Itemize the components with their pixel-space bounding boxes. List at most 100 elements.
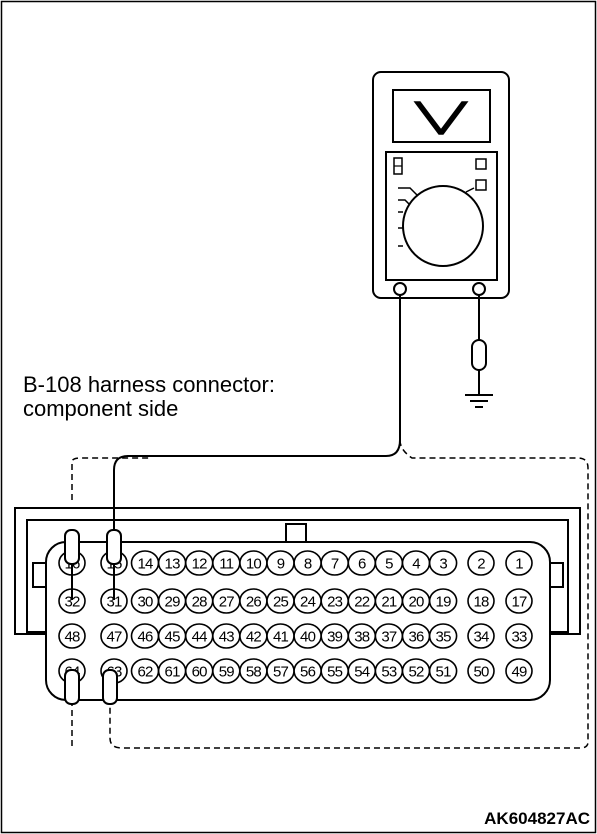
pin-label-55: 55 xyxy=(327,664,343,681)
pin-label-7: 7 xyxy=(331,556,339,573)
pin-label-6: 6 xyxy=(358,556,366,573)
pin-label-2: 2 xyxy=(477,556,485,573)
pin-label-14: 14 xyxy=(137,556,153,573)
pin-49 xyxy=(505,658,533,684)
pin-2 xyxy=(467,550,495,576)
pin-label-29: 29 xyxy=(165,594,181,611)
multimeter xyxy=(372,71,510,299)
pin-label-9: 9 xyxy=(277,556,285,573)
connector-pins: 1615141312111098765432132313029282726252… xyxy=(58,550,533,684)
plug-pin63 xyxy=(102,669,118,705)
connector-label-line1: B-108 harness connector: xyxy=(23,372,275,397)
probe-jack-v xyxy=(472,282,486,296)
multimeter-dial xyxy=(402,185,484,267)
pin-label-54: 54 xyxy=(354,664,370,681)
pin-label-30: 30 xyxy=(137,594,153,611)
pin-label-62: 62 xyxy=(137,664,153,681)
pin-label-43: 43 xyxy=(219,629,235,646)
pin-label-59: 59 xyxy=(219,664,235,681)
plug-pin16 xyxy=(64,529,80,565)
pin-label-47: 47 xyxy=(106,629,122,646)
sealing-plugs xyxy=(64,529,118,705)
pin-1 xyxy=(505,550,533,576)
pin-label-33: 33 xyxy=(511,629,527,646)
pin-label-39: 39 xyxy=(327,629,343,646)
multimeter-body xyxy=(372,71,510,299)
pin-label-26: 26 xyxy=(246,594,262,611)
pin-label-24: 24 xyxy=(300,594,316,611)
locking-tab xyxy=(285,523,307,543)
pin-label-46: 46 xyxy=(137,629,153,646)
mode-indicator-right-top xyxy=(475,158,487,170)
pin-label-19: 19 xyxy=(436,594,452,611)
pin-label-48: 48 xyxy=(64,629,80,646)
pin-label-37: 37 xyxy=(381,629,397,646)
pin-label-1: 1 xyxy=(515,556,523,573)
pin-label-11: 11 xyxy=(219,556,233,573)
side-key-right xyxy=(549,562,564,588)
mode-indicator-right-bottom xyxy=(475,179,487,191)
ground-lead xyxy=(465,295,493,408)
pin-label-21: 21 xyxy=(381,594,397,611)
pin-label-31: 31 xyxy=(106,594,122,611)
pin-label-51: 51 xyxy=(436,664,452,681)
pin-label-17: 17 xyxy=(511,594,527,611)
pin-label-42: 42 xyxy=(246,629,262,646)
connector-label-line2: component side xyxy=(23,396,178,421)
pin-label-13: 13 xyxy=(165,556,181,573)
pin-label-10: 10 xyxy=(246,556,262,573)
pin-label-18: 18 xyxy=(473,594,489,611)
pin-label-56: 56 xyxy=(300,664,316,681)
pin-50 xyxy=(467,658,495,684)
pin-35 xyxy=(428,623,458,649)
pin-label-35: 35 xyxy=(436,629,452,646)
pin-label-5: 5 xyxy=(385,556,393,573)
pin-33 xyxy=(505,623,533,649)
probe-wire xyxy=(113,295,401,600)
pin-label-32: 32 xyxy=(64,594,80,611)
pin-label-20: 20 xyxy=(408,594,424,611)
pin-label-12: 12 xyxy=(192,556,208,573)
pin-label-57: 57 xyxy=(273,664,289,681)
multimeter-display xyxy=(392,89,491,143)
probe-tip-pin31 xyxy=(106,529,122,565)
probe-jack-com xyxy=(393,282,407,296)
pin-label-45: 45 xyxy=(165,629,181,646)
plug-pin64 xyxy=(64,669,80,705)
pin-19 xyxy=(428,588,458,614)
pin-label-3: 3 xyxy=(439,556,447,573)
pin-label-61: 61 xyxy=(165,664,181,681)
pin-51 xyxy=(428,658,458,684)
pin-label-27: 27 xyxy=(219,594,235,611)
pin-17 xyxy=(505,588,533,614)
pin-48 xyxy=(58,623,86,649)
pin-label-22: 22 xyxy=(354,594,370,611)
multimeter-dial-panel xyxy=(385,151,498,281)
pin-label-49: 49 xyxy=(511,664,527,681)
pin-34 xyxy=(467,623,495,649)
pin-label-40: 40 xyxy=(300,629,316,646)
pin-label-58: 58 xyxy=(246,664,262,681)
pin-label-44: 44 xyxy=(192,629,208,646)
ground-symbol-icon xyxy=(465,394,493,408)
pin-label-50: 50 xyxy=(473,664,489,681)
pin-label-34: 34 xyxy=(473,629,489,646)
ground-probe xyxy=(471,339,487,371)
pin-3 xyxy=(428,550,458,576)
pin-label-23: 23 xyxy=(327,594,343,611)
pin-label-28: 28 xyxy=(192,594,208,611)
pin-label-4: 4 xyxy=(412,556,420,573)
pin-18 xyxy=(467,588,495,614)
pin-label-38: 38 xyxy=(354,629,370,646)
pin-47 xyxy=(100,623,128,649)
pin-label-52: 52 xyxy=(408,664,424,681)
pin-label-36: 36 xyxy=(408,629,424,646)
pin-label-25: 25 xyxy=(273,594,289,611)
pin-label-60: 60 xyxy=(192,664,208,681)
figure-code: AK604827AC xyxy=(484,809,590,828)
pin-label-41: 41 xyxy=(273,629,289,646)
voltage-v-icon xyxy=(413,101,469,135)
side-key-left xyxy=(32,562,47,588)
harness-outline-dashed xyxy=(71,439,589,749)
